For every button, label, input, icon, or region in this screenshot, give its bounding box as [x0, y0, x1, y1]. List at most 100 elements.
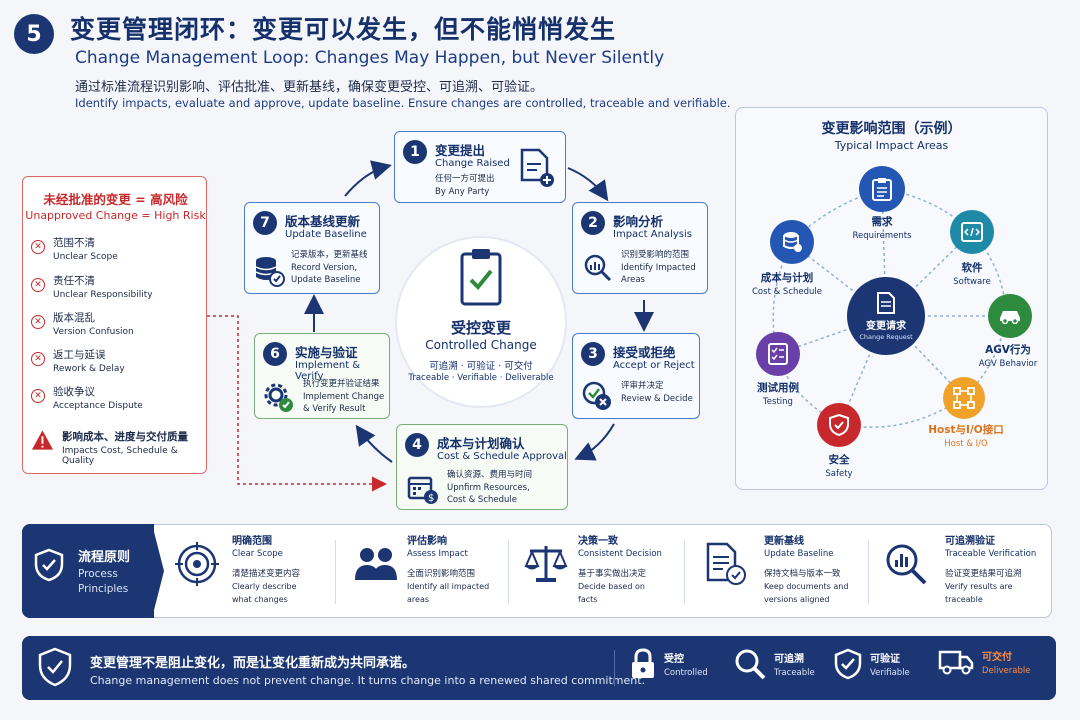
safety-node [817, 403, 861, 447]
principle-title-en: Traceable Verification [945, 549, 1037, 559]
step-6-implement-verify: 6 实施与验证 Implement & Verify 执行变更并验证结果 Imp… [254, 333, 390, 419]
step-title-zh: 接受或拒绝 [613, 345, 676, 360]
principle-desc-zh: 清楚描述变更内容 [232, 569, 301, 579]
shield-check-icon [38, 647, 72, 687]
testing-node [756, 332, 800, 376]
node-label-zh: AGV行为 [985, 344, 1031, 356]
principle-title-en: Update Baseline [764, 549, 834, 559]
check-cross-icon [582, 381, 611, 410]
warning-triangle-icon [31, 430, 53, 450]
vehicle-icon [1000, 311, 1020, 324]
step-number: 2 [581, 211, 605, 235]
principles-header: 流程原则 Process Principles [22, 524, 154, 618]
checklist-icon [768, 343, 788, 365]
step-desc-zh: 执行变更并验证结果 [303, 379, 380, 389]
page-subtitle-en: Identify impacts, evaluate and approve, … [75, 96, 731, 110]
step-desc-zh: 确认资源、费用与时间 [447, 470, 533, 480]
step-desc-en: By Any Party [435, 187, 490, 197]
commitment-band [22, 636, 1056, 700]
commitment-item-zh: 受控 [664, 654, 684, 665]
step-title-zh: 实施与验证 [295, 345, 358, 360]
principles-header-arrow [152, 524, 164, 618]
node-label-zh: 测试用例 [757, 382, 799, 394]
truck-icon [938, 650, 974, 675]
node-label-zh: 安全 [828, 454, 850, 466]
step-title-en: Update Baseline [285, 229, 367, 240]
center-title-en: Controlled Change [425, 338, 537, 352]
document-icon [877, 291, 895, 314]
step-title-zh: 版本基线更新 [285, 214, 361, 229]
step-desc-en: Areas [621, 275, 645, 285]
commitment-item-en: Traceable [774, 668, 815, 678]
step-3-accept-reject: 3 接受或拒绝 Accept or Reject 评审并决定 Review & … [572, 333, 700, 419]
step-7-update-baseline: 7 版本基线更新 Update Baseline 记录版本，更新基线 Recor… [244, 202, 380, 294]
node-label-en: Cost & Schedule [752, 287, 822, 297]
magnifier-chart-icon [584, 254, 612, 282]
divider [868, 540, 869, 604]
risk-warning-en: Impacts Cost, Schedule & Quality [61, 446, 178, 466]
principle-title-en: Clear Scope [232, 549, 283, 559]
x-circle-icon: ✕ [31, 352, 45, 366]
principle-desc-en: versions aligned [764, 595, 830, 604]
step-title-en: Change Raised [435, 158, 510, 169]
node-label-zh: Host与I/O接口 [928, 424, 1004, 436]
principle-desc-en: facts [578, 595, 598, 604]
divider [335, 540, 336, 604]
node-label-en: Host & I/O [944, 439, 988, 449]
principle-desc-zh: 保持文档与版本一致 [764, 569, 841, 579]
node-label-en: Safety [825, 469, 853, 479]
step-desc-zh: 评审并决定 [621, 381, 664, 391]
change-request-hub: 变更请求 Change Request [847, 277, 925, 355]
risk-item-zh: 版本混乱 [53, 312, 95, 324]
step-desc-zh: 任何一方可提出 [435, 174, 495, 184]
people-icon [355, 548, 397, 580]
node-label-zh: 需求 [871, 216, 893, 228]
risk-warning-zh: 影响成本、进度与交付质量 [61, 431, 188, 443]
node-label-en: Software [953, 277, 991, 287]
risk-warning: 影响成本、进度与交付质量 Impacts Cost, Schedule & Qua… [31, 429, 206, 466]
page-title-zh: 变更管理闭环：变更可以发生，但不能悄悄发生 [70, 15, 617, 44]
hub-label-zh: 变更请求 [866, 320, 906, 332]
risk-item-zh: 责任不清 [53, 275, 95, 287]
x-circle-icon: ✕ [31, 240, 45, 254]
principle-title-zh: 明确范围 [232, 536, 272, 547]
lock-icon [632, 648, 654, 678]
target-icon [175, 542, 219, 586]
step-desc-en: Implement Change [303, 392, 385, 402]
step-desc-en: Update Baseline [291, 275, 361, 285]
principle-clear-scope: 明确范围 Clear Scope 清楚描述变更内容 Clearly descri… [232, 532, 300, 605]
risk-item-en: Unclear Responsibility [53, 290, 153, 300]
principle-assess-impact: 评估影响 Assess Impact 全面识别影响范围 Identify all… [407, 532, 489, 605]
commitment-traceable: 可追溯 Traceable [734, 648, 815, 680]
step-number: 1 [403, 140, 427, 164]
document-check-icon [706, 542, 746, 585]
risk-item-zh: 验收争议 [53, 386, 95, 398]
commitment-item-zh: 可验证 [870, 654, 900, 665]
step-title-en: Implement & Verify [295, 360, 361, 382]
step-number: 3 [581, 342, 605, 366]
cost-schedule-node [770, 220, 814, 264]
clipboard-check-icon [460, 249, 502, 306]
principle-consistent-decision: 决策一致 Consistent Decision 基于事实做出决定 Decide… [578, 532, 662, 605]
center-circle [397, 238, 565, 406]
document-add-icon [520, 148, 554, 187]
step-title-zh: 变更提出 [435, 143, 486, 158]
host-io-node [943, 377, 985, 419]
center-tagline-en: Traceable · Verifiable · Deliverable [408, 373, 554, 383]
risk-item-zh: 返工与延误 [53, 349, 106, 361]
calendar-money-icon: $ [407, 476, 438, 504]
divider [684, 540, 685, 604]
node-label-en: AGV Behavior [978, 359, 1038, 369]
commitment-item-zh: 可交付 [982, 652, 1012, 663]
step-desc-zh: 记录版本，更新基线 [291, 250, 368, 260]
section-number-badge: 5 [14, 14, 54, 54]
divider [614, 650, 615, 686]
step-desc-en: Upnfirm Resources, [447, 483, 530, 493]
commitment-item-zh: 可追溯 [774, 654, 804, 665]
step-desc-zh: 识别受影响的范围 [621, 250, 690, 260]
